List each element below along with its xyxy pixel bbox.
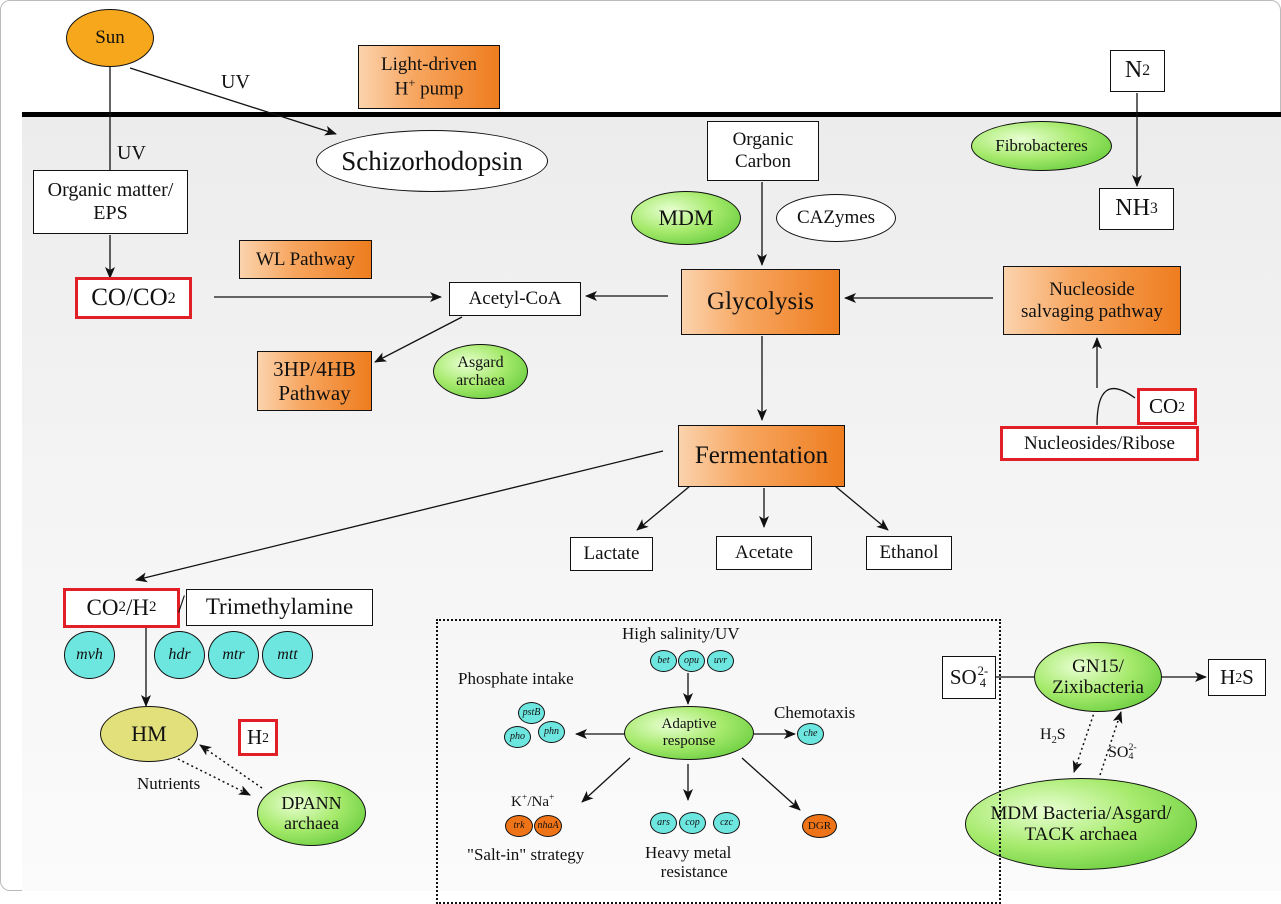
acetyl-coa-box: Acetyl-CoA — [449, 282, 581, 316]
organic-matter-box: Organic matter/EPS — [33, 170, 188, 234]
uv-label-left: UV — [117, 142, 146, 164]
arrow-adaptive-dgr — [741, 757, 801, 811]
trimethylamine-box: Trimethylamine — [186, 589, 373, 626]
gene-phn: phn — [538, 721, 565, 743]
gene-opu: opu — [678, 650, 705, 672]
schizorhodopsin-oval: Schizorhodopsin — [316, 130, 548, 192]
gn15-zixibacteria-oval: GN15/Zixibacteria — [1034, 642, 1162, 712]
slash-separator: / — [178, 591, 185, 618]
cell-membrane — [22, 112, 1281, 117]
gene-uvr: uvr — [707, 650, 734, 672]
wl-pathway-box: WL Pathway — [239, 240, 372, 279]
gene-pho: pho — [504, 726, 531, 748]
uv-label-top: UV — [221, 71, 250, 93]
arrow-acetylcoa-3hp — [374, 316, 463, 363]
gene-cop: cop — [679, 812, 706, 834]
arrow-fermentation-ethanol — [834, 485, 889, 531]
gene-nhaA: nhaA — [534, 815, 562, 837]
fermentation-box: Fermentation — [678, 425, 845, 487]
arrow-dotted-mdm-gn15 — [1099, 711, 1123, 776]
gene-hdr: hdr — [154, 631, 205, 679]
arrow-adaptive-salt — [581, 757, 631, 803]
cazymes-oval: CAZymes — [776, 194, 896, 242]
gene-ars: ars — [650, 812, 677, 834]
cell-interior — [22, 116, 1281, 891]
gene-pstB: pstB — [518, 702, 545, 724]
arrow-fermentation-lactate — [636, 485, 691, 531]
k-na-label: K+/Na+ — [511, 792, 555, 810]
sun-circle: Sun — [66, 9, 154, 67]
gene-mtr: mtr — [208, 631, 259, 679]
arrow-dotted-gn15-mdm — [1072, 709, 1096, 773]
arrow-ribose-nucleoside — [1096, 388, 1136, 426]
glycolysis-box: Glycolysis — [681, 269, 840, 335]
salt-in-strategy-label: "Salt-in" strategy — [467, 845, 585, 864]
lactate-box: Lactate — [570, 537, 653, 571]
gene-mvh: mvh — [64, 631, 115, 679]
arrow-fermentation-co2h2 — [135, 450, 664, 583]
ethanol-box: Ethanol — [866, 536, 952, 570]
gene-mtt: mtt — [262, 631, 313, 679]
phosphate-intake-label: Phosphate intake — [458, 669, 574, 688]
chemotaxis-label: Chemotaxis — [774, 703, 856, 722]
high-salinity-label: High salinity/UV — [622, 624, 740, 643]
fibrobacteres-oval: Fibrobacteres — [971, 121, 1112, 171]
hm-oval: HM — [100, 706, 198, 762]
arrow-sun-schizorhodopsin — [129, 67, 337, 136]
light-driven-pump-box: Light-driven H+ pump — [358, 45, 500, 109]
gene-czc: czc — [713, 812, 740, 834]
gene-trk: trk — [505, 815, 533, 837]
h2s-exchange-label: H2S — [1040, 726, 1066, 747]
dgr-oval: DGR — [802, 814, 837, 838]
acetate-box: Acetate — [716, 536, 812, 570]
gene-che: che — [797, 723, 824, 745]
nucleosides-ribose-box: Nucleosides/Ribose — [1000, 426, 1199, 461]
mdm-asgard-tack-oval: MDM Bacteria/Asgard/TACK archaea — [965, 778, 1197, 870]
gene-bet: bet — [650, 650, 677, 672]
nutrients-label: Nutrients — [137, 774, 201, 793]
mdm-oval: MDM — [631, 191, 741, 245]
